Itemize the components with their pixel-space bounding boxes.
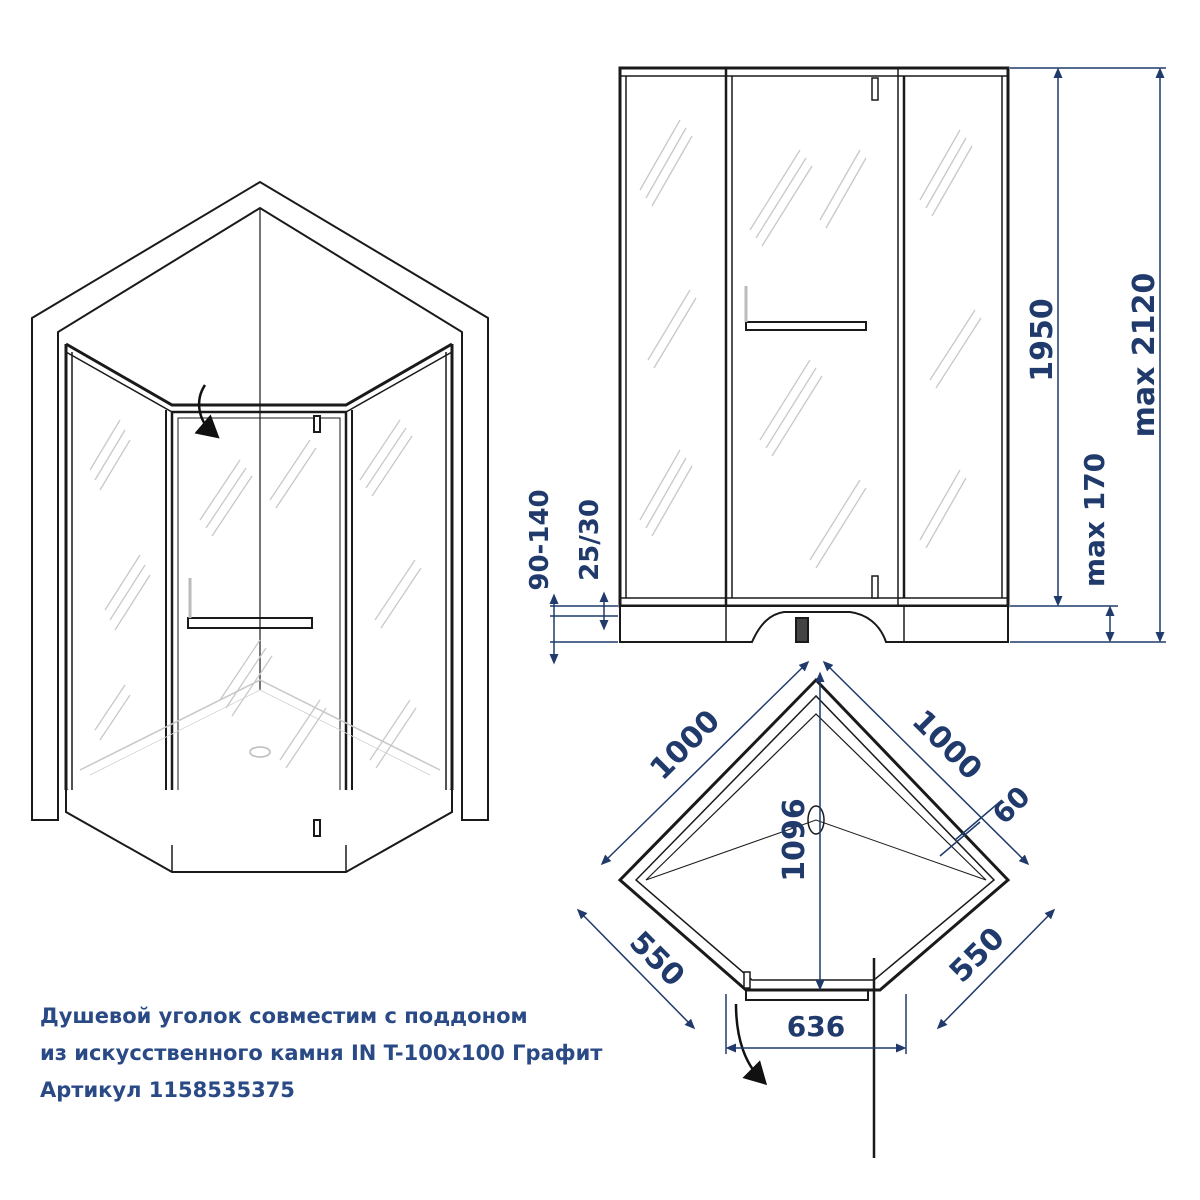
front-dimensions: [549, 67, 1166, 665]
dim-diagonal-1096: 1096: [777, 798, 812, 882]
caption-line-3: Артикул 1158535375: [40, 1078, 295, 1102]
dim-offset-60: 60: [986, 780, 1037, 831]
product-caption: Душевой уголок совместим с поддоном из и…: [40, 998, 740, 1109]
caption-line-1: Душевой уголок совместим с поддоном: [40, 1004, 528, 1028]
dim-25-30: 25/30: [575, 499, 605, 581]
dim-max-170: max 170: [1078, 453, 1111, 587]
dim-side-left-1000: 1000: [643, 703, 727, 787]
dim-1950: 1950: [1025, 298, 1060, 382]
caption-line-2: из искусственного камня IN T-100x100 Гра…: [40, 1041, 603, 1065]
dim-90-140: 90-140: [525, 489, 555, 590]
dim-short-right-550: 550: [943, 921, 1012, 990]
dim-side-right-1000: 1000: [905, 703, 989, 787]
top-dimensions: [576, 660, 1056, 1054]
perspective-view: [31, 180, 489, 873]
front-view: [618, 66, 1010, 643]
dim-door-636: 636: [787, 1010, 845, 1043]
dim-max-2120: max 2120: [1127, 273, 1162, 438]
